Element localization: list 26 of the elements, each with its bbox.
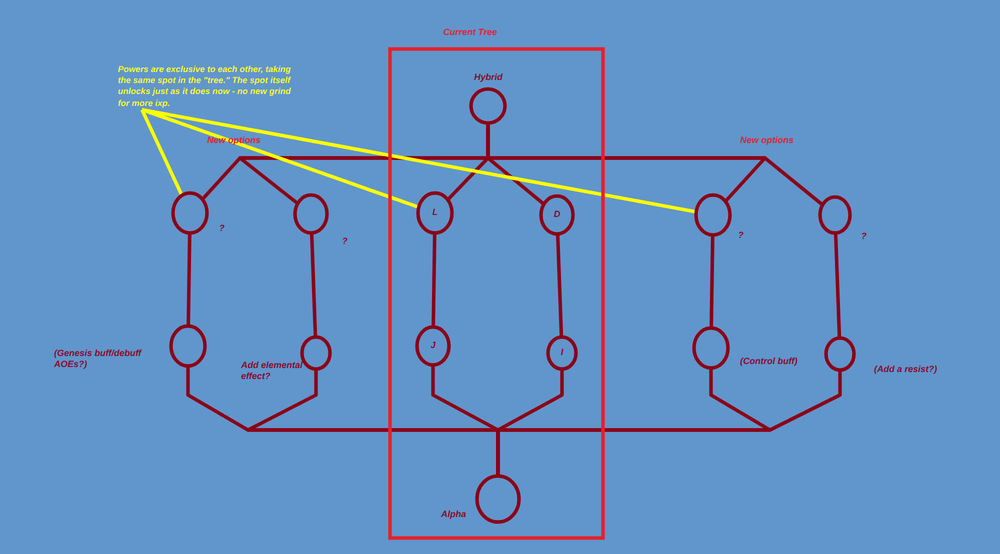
note-text: Powers are exclusive to each other, taking the same spot in the "tree." The spot itself unlocks just as it does now - no new grind for more ixp.	[118, 64, 300, 109]
node-caption: Hybrid	[474, 72, 504, 83]
node-label: J	[429, 340, 436, 351]
leader-line	[140, 108, 184, 196]
node-label: D	[552, 209, 562, 220]
leader-line	[142, 108, 696, 214]
node-caption: Add elemental effect?	[241, 360, 303, 382]
node-caption: ?	[342, 236, 348, 247]
node-caption: Alpha	[441, 509, 468, 520]
connector-line	[432, 234, 436, 326]
leader-line	[141, 108, 418, 209]
frame-title: Current Tree	[443, 27, 497, 37]
connector-line	[556, 234, 564, 336]
node-caption: (Control buff)	[740, 356, 798, 367]
node-caption: (Add a resist?)	[874, 364, 938, 375]
node-label: L	[431, 207, 439, 218]
node-label: I	[560, 347, 564, 358]
connector-line	[834, 234, 842, 338]
node-caption: ?	[219, 223, 226, 234]
group-label: New options	[740, 135, 794, 146]
connector-line	[710, 236, 714, 328]
connector-line	[186, 234, 192, 326]
node-caption: (Genesis buff/debuff AOEs?)	[54, 348, 143, 370]
node-caption: ?	[861, 231, 868, 242]
connector-line	[310, 234, 318, 336]
node-caption: ?	[738, 230, 744, 241]
